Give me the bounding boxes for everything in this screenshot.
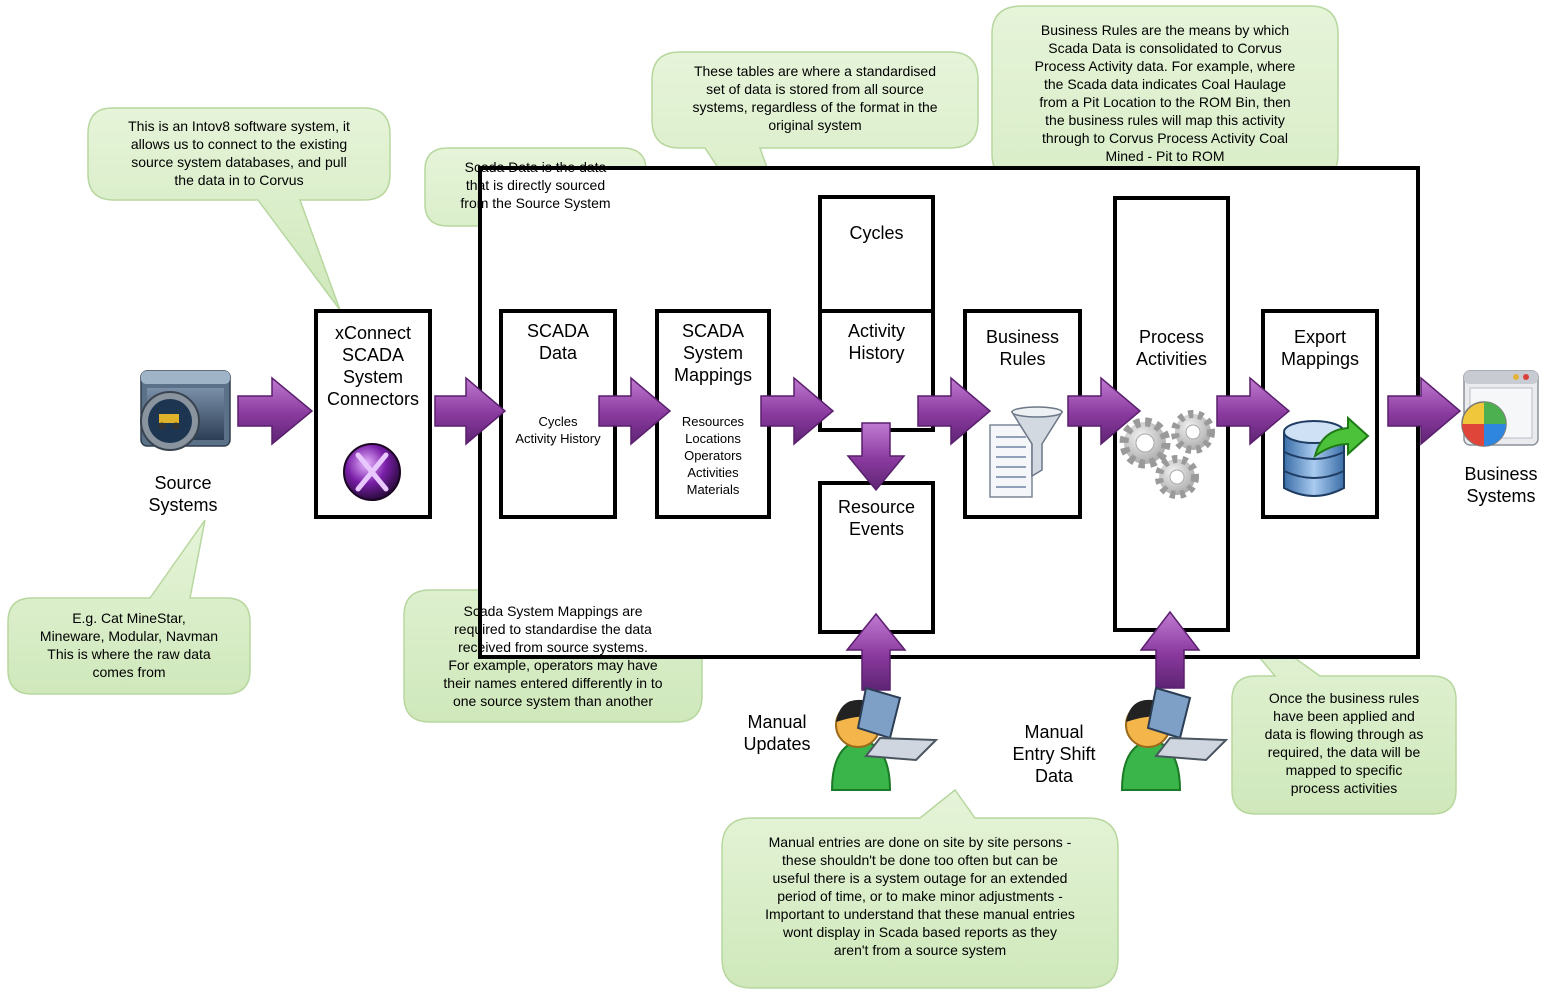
note-tables: These tables are where a standardised se… <box>692 63 938 133</box>
source-system-icon <box>140 370 231 451</box>
note-mappings: Scada System Mappings are required to st… <box>443 603 663 709</box>
arrow-activity-to-resource-events <box>846 422 906 492</box>
arrow-source-to-xconnect <box>237 376 314 446</box>
arrow-activity-to-rules <box>917 376 992 446</box>
arrow-mappings-to-activity <box>760 376 835 446</box>
manual-updates-label: Manual Updates <box>743 712 811 754</box>
cycles-box <box>818 195 935 313</box>
arrow-rules-to-process <box>1067 376 1142 446</box>
xconnect-label: xConnect SCADA System Connectors <box>326 323 420 409</box>
gears-icon <box>1119 410 1215 499</box>
arrow-manual-entry-up <box>1139 610 1201 689</box>
business-systems-label: Business Systems <box>1464 464 1538 506</box>
scada-mappings-label: SCADA System Mappings <box>673 321 753 385</box>
note-source-examples: E.g. Cat MineStar, Mineware, Modular, Na… <box>39 610 219 680</box>
activity-history-label: Activity History <box>847 321 905 363</box>
cycles-label: Cycles <box>849 223 904 243</box>
arrow-manual-updates-up <box>845 612 907 691</box>
xconnect-logo-icon <box>343 443 401 501</box>
resource-events-label: Resource Events <box>837 497 916 539</box>
arrow-xconnect-to-scada <box>434 376 507 446</box>
activity-history-box <box>818 309 935 432</box>
scada-data-label: SCADA Data <box>526 321 589 363</box>
arrow-scada-to-mappings <box>598 376 672 446</box>
callout-source-examples <box>7 519 251 695</box>
database-export-icon <box>1283 415 1370 497</box>
note-process-mapped: Once the business rules have been applie… <box>1264 690 1424 796</box>
business-systems-icon <box>1461 370 1539 447</box>
scada-data-items: Cycles Activity History <box>515 414 601 446</box>
user-laptop-icon <box>1120 686 1229 791</box>
business-rules-label: Business Rules <box>985 327 1060 369</box>
callout-manual-entries <box>721 788 1119 989</box>
source-systems-label: Source Systems <box>148 473 218 515</box>
arrow-process-to-export <box>1216 376 1291 446</box>
note-manual-entries: Manual entries are done on site by site … <box>765 834 1075 958</box>
funnel-table-icon <box>989 406 1064 498</box>
note-scada-data: Scada Data is the data that is directly … <box>460 159 611 211</box>
user-laptop-icon <box>830 686 939 791</box>
manual-entry-label: Manual Entry Shift Data <box>1012 722 1096 786</box>
note-business-rules: Business Rules are the means by which Sc… <box>1034 22 1296 164</box>
callout-intov8 <box>87 107 391 311</box>
export-mappings-label: Export Mappings <box>1280 327 1360 369</box>
scada-mappings-items: Resources Locations Operators Activities… <box>681 414 745 497</box>
process-activities-label: Process Activities <box>1135 327 1207 369</box>
arrow-export-to-business <box>1387 376 1462 446</box>
note-intov8: This is an Intov8 software system, it al… <box>128 118 350 188</box>
